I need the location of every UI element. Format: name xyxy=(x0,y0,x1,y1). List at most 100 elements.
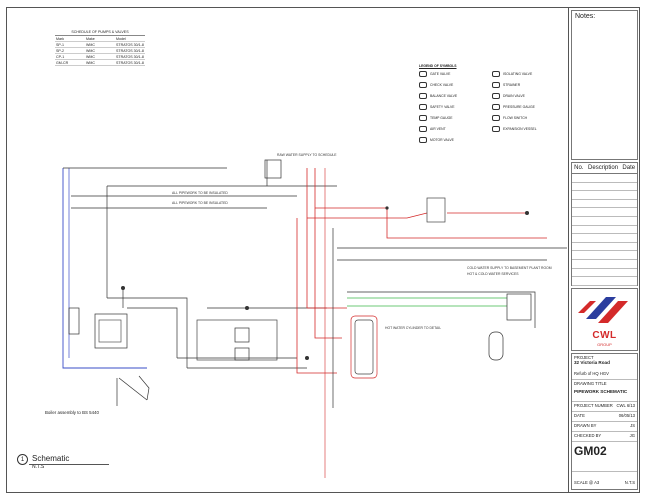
legend-item: PRESSURE GAUGE xyxy=(492,104,559,110)
scale-label: SCALE @ A3 xyxy=(574,480,600,485)
schematic-number: 1 xyxy=(17,454,28,465)
schematic-area: SCHEDULE OF PUMPS & VALVES Mark Make Mod… xyxy=(7,8,567,492)
legend-item-label: DRAIN VALVE xyxy=(503,94,525,98)
cell: WMC xyxy=(86,60,95,65)
legend-item: DRAIN VALVE xyxy=(492,93,559,99)
schematic-scale: N.T.S xyxy=(32,464,45,470)
boiler-inner xyxy=(98,319,122,343)
drawing-sheet: SCHEDULE OF PUMPS & VALVES Mark Make Mod… xyxy=(6,7,640,493)
schematic-underline xyxy=(29,464,109,465)
legend-item-label: BALANCE VALVE xyxy=(430,94,458,98)
right-loop xyxy=(347,291,536,328)
valve-symbol-icon xyxy=(419,126,427,132)
valve-symbol-icon xyxy=(419,82,427,88)
pump-2 xyxy=(234,347,250,361)
logo-mark-icon xyxy=(578,297,628,323)
manifold-box xyxy=(196,319,278,361)
project-number-cell: PROJECT NUMBER CWL 6/13 xyxy=(572,402,637,412)
schematic-drawing xyxy=(62,159,567,478)
expansion-vessel xyxy=(68,307,80,335)
rev-col-no: No. xyxy=(574,165,584,171)
notes-panel: Notes: xyxy=(571,10,638,160)
valve-symbol-icon xyxy=(492,93,500,99)
date-value: 06/05/13 xyxy=(618,413,635,418)
checked-value: JG xyxy=(629,433,635,438)
right-unit xyxy=(506,293,532,321)
blue-supply-pipe xyxy=(62,168,147,369)
legend-item-label: ISOLATING VALVE xyxy=(503,72,533,76)
legend-item: TEMP GAUGE xyxy=(419,115,486,121)
legend-item: SAFETY VALVE xyxy=(419,104,486,110)
valve-symbol-icon xyxy=(492,104,500,110)
col-model: Model xyxy=(116,36,126,41)
flue-2 xyxy=(118,377,148,401)
revision-table: No. Description Date xyxy=(571,162,638,286)
valve-symbol-icon xyxy=(419,115,427,121)
pump-schedule-table: SCHEDULE OF PUMPS & VALVES Mark Make Mod… xyxy=(55,30,145,66)
checked-label: CHECKED BY xyxy=(574,433,602,438)
rev-col-date: Date xyxy=(622,165,636,171)
legend-item: MOTOR VALVE xyxy=(419,137,486,143)
revision-row xyxy=(572,277,637,286)
valve-node xyxy=(245,306,249,310)
revision-row xyxy=(572,183,637,192)
red-flow xyxy=(306,168,347,309)
title-block: Notes: No. Description Date CWL GROUP PR… xyxy=(568,8,640,492)
legend-item: FLOW SWITCH xyxy=(492,115,559,121)
right-vessel xyxy=(488,331,504,361)
revision-row xyxy=(572,208,637,217)
pump-1 xyxy=(234,327,250,343)
valve-node xyxy=(121,286,125,290)
scale-value: N.T.S xyxy=(624,480,635,485)
pipe-note-1: ALL PIPEWORK TO BE INSULATED xyxy=(172,191,228,195)
revision-row xyxy=(572,226,637,235)
cell: CP-1 xyxy=(56,54,65,59)
revision-row xyxy=(572,243,637,252)
date-cell: DATE 06/05/13 xyxy=(572,412,637,422)
cell: WMC xyxy=(86,48,95,53)
rev-col-desc: Description xyxy=(588,165,619,171)
revision-row xyxy=(572,191,637,200)
project-label: PROJECT xyxy=(574,355,594,360)
revision-row xyxy=(572,251,637,260)
right-note-2: HOT & COLD WATER SERVICES xyxy=(467,272,519,276)
red-pipe-3 xyxy=(296,218,337,374)
flue-3 xyxy=(138,375,150,401)
pipe-note-2: ALL PIPEWORK TO BE INSULATED xyxy=(172,201,228,205)
drawn-cell: DRAWN BY JS xyxy=(572,422,637,432)
cell: STRATOS 30/1-8 xyxy=(116,48,144,53)
loop-pipe-2 xyxy=(127,307,178,358)
calorifier xyxy=(426,197,446,223)
project-cell: PROJECT 32 Victoria Road Refurb of HQ HG… xyxy=(572,354,637,380)
cell: SP-2 xyxy=(56,48,64,53)
drawing-title: PIPEWORK SCHEMATIC xyxy=(574,389,628,394)
notes-label: Notes: xyxy=(575,13,596,20)
revision-row xyxy=(572,234,637,243)
cell: STRATOS 30/1-8 xyxy=(116,42,144,47)
legend-item-label: PRESSURE GAUGE xyxy=(503,105,535,109)
cell: SP-1 xyxy=(56,42,64,47)
valve-symbol-icon xyxy=(419,137,427,143)
company-logo: CWL GROUP xyxy=(571,288,638,351)
overhead-note: RAW WATER SUPPLY TO SCHEDULE xyxy=(277,153,337,157)
cell: WMC xyxy=(86,42,95,47)
valve-symbol-icon xyxy=(492,71,500,77)
red-pipe-5 xyxy=(307,212,428,219)
legend-item-label: MOTOR VALVE xyxy=(430,138,454,142)
top-unit xyxy=(264,159,282,179)
table-row: CP-1 WMC STRATOS 30/1-8 xyxy=(55,54,145,60)
project-number-label: PROJECT NUMBER xyxy=(574,403,613,408)
legend-item-label: STRAINER xyxy=(503,83,521,87)
valve-symbol-icon xyxy=(419,104,427,110)
logo-name: CWL xyxy=(592,330,617,341)
right-note: COLD WATER SUPPLY TO BASEMENT PLANT ROOM xyxy=(467,266,552,270)
legend-item: EXPANSION VESSEL xyxy=(492,126,559,132)
boiler-unit xyxy=(94,313,128,349)
drawn-value: JS xyxy=(630,423,635,428)
legend-item-label: GATE VALVE xyxy=(430,72,451,76)
revision-row xyxy=(572,200,637,209)
valve-node xyxy=(525,211,529,215)
red-return xyxy=(314,168,342,339)
date-label: DATE xyxy=(574,413,585,418)
